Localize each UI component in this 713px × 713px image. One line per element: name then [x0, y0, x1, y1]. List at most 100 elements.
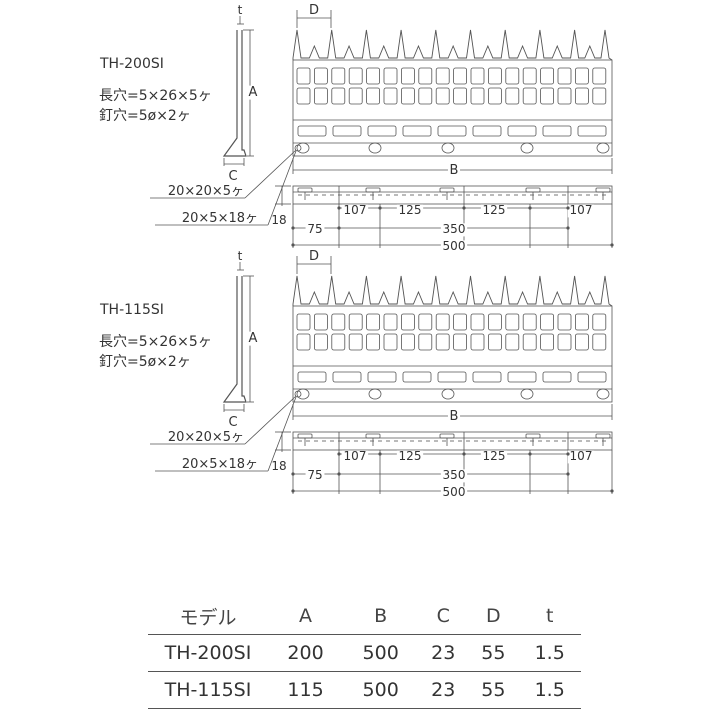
vent-slot [331, 333, 346, 351]
vent-slot [400, 333, 415, 351]
vent-slot [313, 333, 328, 351]
vent-slot [348, 313, 363, 331]
label-t: t [238, 3, 243, 17]
vent-slot [540, 313, 554, 331]
long-slot [507, 371, 537, 383]
plan-hole [439, 187, 455, 193]
vent-slot [331, 87, 346, 105]
vent-slot [575, 313, 589, 331]
cell-b: 500 [362, 642, 399, 664]
long-slot [507, 125, 537, 137]
dim-text-bg [396, 450, 424, 464]
dim-text-bg [447, 163, 461, 178]
label-c: C [228, 169, 237, 184]
plan-hole [297, 187, 313, 193]
vent-slot [348, 87, 363, 105]
dim-text-bg [480, 450, 508, 464]
vent-slot [366, 333, 381, 351]
nail-hole [296, 388, 310, 400]
vent-slot [505, 67, 520, 85]
dim-125-a: 125 [399, 449, 422, 463]
vent-slot [435, 87, 450, 105]
dim-text-bg [396, 204, 424, 218]
dim-dot [291, 489, 295, 493]
callout-marker [294, 144, 302, 152]
label-d: D [309, 3, 319, 18]
vent-slot [296, 313, 311, 331]
nail-hole [520, 142, 534, 154]
plan-hole [365, 187, 381, 193]
dim-text-bg [447, 409, 461, 424]
plan-hole [365, 433, 381, 439]
dim-75: 75 [307, 222, 322, 236]
vent-slot [296, 67, 311, 85]
dim-500: 500 [443, 239, 466, 253]
vent-slot [418, 87, 433, 105]
plan-outline [292, 185, 613, 205]
vent-slot [540, 87, 554, 105]
dim-107-right: 107 [570, 203, 593, 217]
col-header-d: D [486, 605, 501, 627]
dim-dot [462, 206, 466, 210]
vent-slot [592, 333, 607, 351]
vent-slot [331, 67, 346, 85]
long-slot [367, 371, 397, 383]
nail-hole [520, 388, 534, 400]
vent-slot [522, 67, 537, 85]
dim-text-bg [246, 331, 260, 346]
vent-slot [296, 87, 311, 105]
col-header-c: C [436, 605, 450, 627]
spec-table-header-row: モデル A B C D t [148, 598, 581, 635]
cell-a: 200 [287, 642, 324, 664]
profile-outline [222, 276, 247, 403]
cell-t: 1.5 [534, 642, 565, 664]
plan-hole [525, 433, 541, 439]
dim-text-bg [305, 469, 325, 483]
vent-slot [366, 87, 381, 105]
leader-line [244, 395, 297, 445]
dim-125-b: 125 [483, 449, 506, 463]
side-profile: tAC [222, 249, 260, 430]
slot-holes-note: 長穴=5×26×5ヶ [99, 88, 212, 104]
vent-slot [366, 67, 381, 85]
dim-dot [462, 452, 466, 456]
vent-slot [592, 67, 607, 85]
model-label: TH-115SI [99, 302, 164, 318]
nail-hole [441, 142, 455, 154]
vent-slot [505, 333, 520, 351]
plate-outline [292, 305, 613, 403]
vent-slot [366, 313, 381, 331]
vent-slot [592, 313, 607, 331]
dim-text-bg [305, 223, 325, 237]
vent-slot [400, 67, 415, 85]
callout-bracket-holes: 20×20×5ヶ [168, 430, 244, 445]
callout-bracket-holes: 20×20×5ヶ [168, 184, 244, 199]
table-row: TH-115SI 115 500 23 55 1.5 [148, 672, 581, 709]
cell-c: 23 [431, 679, 456, 701]
dim-75: 75 [307, 468, 322, 482]
plan-hole [595, 433, 611, 439]
plan-hole [595, 187, 611, 193]
dim-text-bg [440, 223, 468, 237]
dim-dot [337, 226, 341, 230]
dim-107-right: 107 [570, 449, 593, 463]
cell-d: 55 [481, 679, 506, 701]
cell-t: 1.5 [534, 679, 565, 701]
vent-slot [592, 87, 607, 105]
long-slot [297, 371, 327, 383]
vent-slot [557, 87, 572, 105]
front-view: DB [292, 249, 613, 424]
unit-drawing-1: TH-115SI長穴=5×26×5ヶ釘穴=5ø×2ヶtACDB20×20×5ヶ2… [99, 249, 614, 500]
vent-slot [557, 333, 572, 351]
vent-slot [418, 313, 433, 331]
dim-18: 18 [271, 459, 286, 473]
col-header-a: A [299, 605, 313, 627]
dim-125-a: 125 [399, 203, 422, 217]
label-b: B [450, 163, 459, 178]
dim-dot [291, 472, 295, 476]
dim-dot [566, 452, 570, 456]
dim-dot [610, 489, 614, 493]
vent-slot [557, 67, 572, 85]
long-slot [402, 371, 432, 383]
